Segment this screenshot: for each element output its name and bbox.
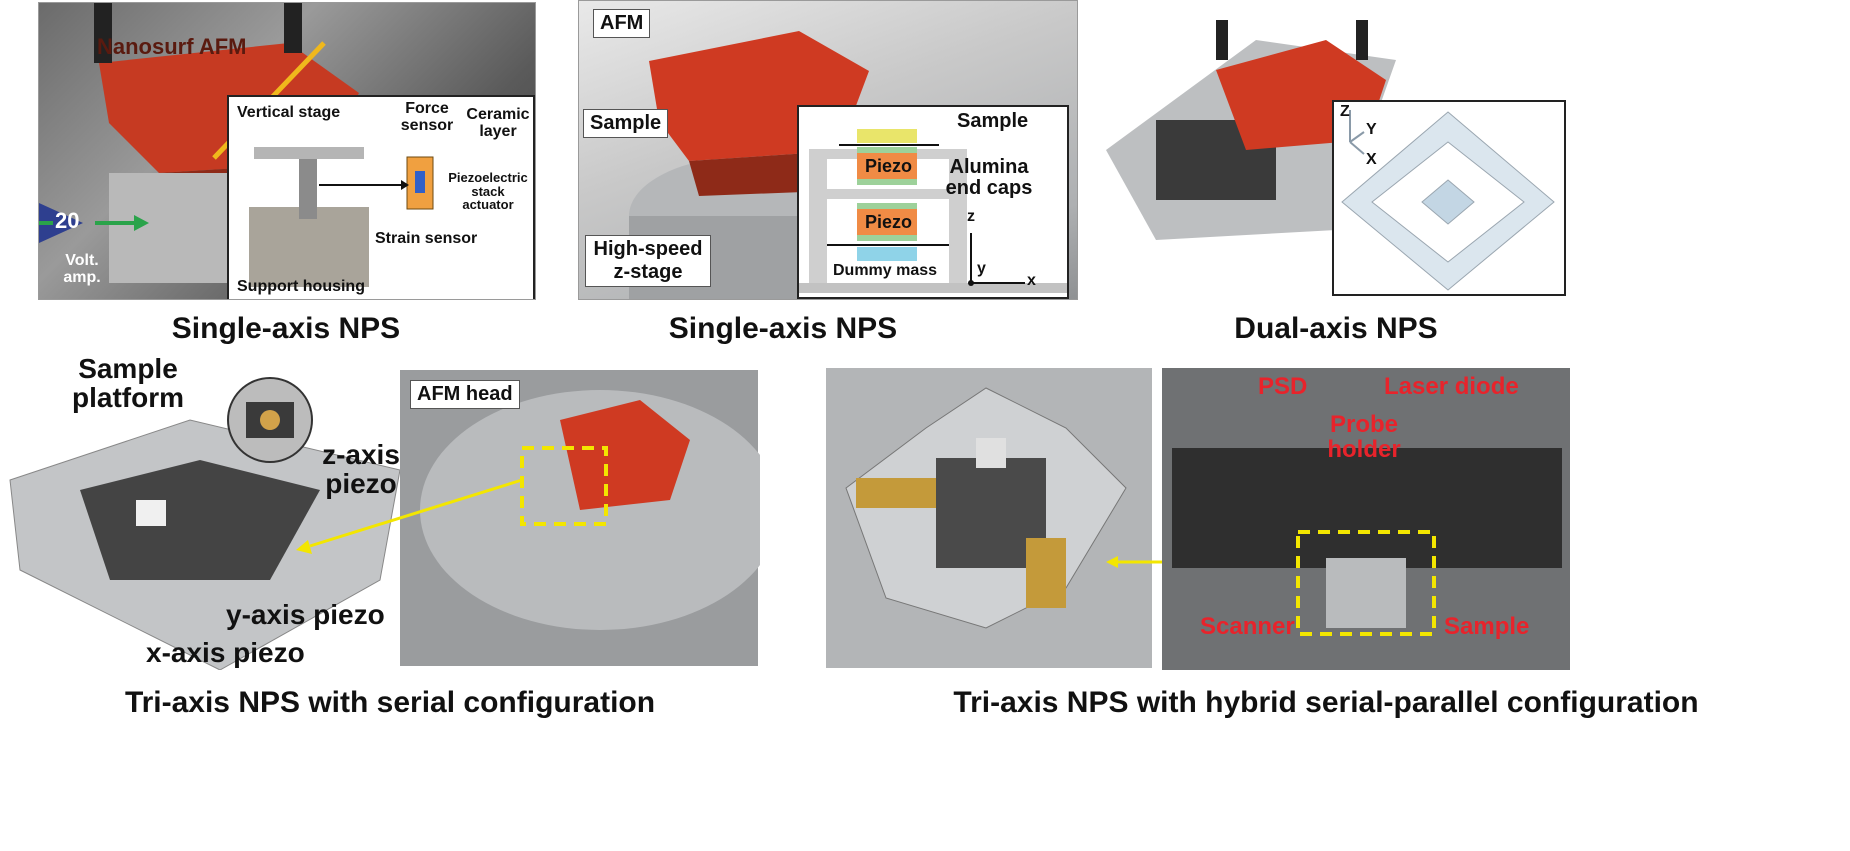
force-sensor-label: Force sensor	[400, 100, 454, 134]
axis-z-label: Z	[1340, 103, 1350, 120]
green-arrow-head	[134, 215, 149, 231]
highlight-box	[520, 446, 608, 526]
connector-arrow-head	[401, 180, 409, 190]
stage-center	[1421, 179, 1475, 225]
afm-head-label: AFM head	[410, 380, 520, 409]
alumina-label: Alumina end caps	[945, 156, 1033, 199]
caption-dual-axis: Dual-axis NPS	[1234, 312, 1438, 345]
piezo-bottom-label: Piezo	[865, 212, 913, 232]
high-speed-label: High-speed z-stage	[585, 235, 711, 287]
axis-x-label: X	[1366, 151, 1377, 168]
caption-tri-axis-hybrid: Tri-axis NPS with hybrid serial-parallel…	[953, 686, 1699, 719]
screw-1	[1216, 20, 1228, 60]
ground-hatch	[799, 283, 1067, 293]
piezo-top-label: Piezo	[865, 156, 913, 176]
piezo-stack-shape	[406, 156, 434, 210]
z-piezo-dot	[260, 410, 280, 430]
actuator-schematic	[249, 147, 434, 287]
frame-right	[949, 149, 967, 289]
stack-schematic	[799, 129, 1067, 293]
axis-x-label: x	[1027, 272, 1036, 289]
piezo-stack-label: Piezoelectric stack actuator	[448, 170, 528, 213]
scanner-small	[1326, 558, 1406, 628]
axis-y-label: y	[977, 260, 986, 277]
panel-tri-axis-hybrid: PSD Laser diode Probe holder Scanner Sam…	[826, 368, 1850, 670]
axis-origin	[968, 280, 974, 286]
sample-platform-label: Sample platform	[72, 353, 184, 414]
y-piezo-label: y-axis piezo	[226, 599, 385, 630]
frame-left	[809, 149, 827, 289]
sample-block	[857, 129, 917, 143]
panel-single-axis-1: Nanosurf AFM 20 Volt. amp. Vertical stag…	[38, 2, 536, 300]
frame-mid	[827, 189, 949, 199]
stage-column	[299, 159, 317, 219]
endcap-1	[857, 147, 917, 153]
psd-label: PSD	[1258, 373, 1308, 400]
piezo-top-shape	[857, 153, 917, 179]
setup-stages	[1172, 448, 1562, 568]
piezo-bottom-shape	[857, 209, 917, 235]
stack-inset: Sample Piezo Piezo Alumina end caps Dumm…	[797, 105, 1069, 299]
screw-2	[1356, 20, 1368, 60]
sample-photo-label: Sample	[583, 109, 669, 138]
axis-z-label: z	[967, 208, 975, 225]
caption-single-axis-1: Single-axis NPS	[171, 312, 401, 345]
tri-axis-serial-illustration	[9, 370, 760, 670]
panel-tri-axis-serial: Sample platform z-axis piezo y-axis piez…	[0, 350, 760, 670]
endcap-2	[857, 179, 917, 185]
afm-label: AFM	[593, 9, 651, 38]
vertical-stage-label: Vertical stage	[237, 104, 341, 121]
scanner-label: Scanner	[1200, 613, 1295, 640]
stage-inset: Z Y X	[1332, 100, 1566, 296]
strain-sensor-shape	[415, 171, 425, 193]
scanner-center	[976, 438, 1006, 468]
sample-diagram-label: Sample	[957, 110, 1029, 132]
laser-diode-label: Laser diode	[1384, 373, 1519, 400]
dummy-mass-shape	[857, 247, 917, 261]
caption-tri-axis-serial: Tri-axis NPS with serial configuration	[124, 686, 656, 719]
axis-y-label: Y	[1366, 121, 1377, 138]
sample-label: Sample	[1444, 613, 1530, 640]
highlight-box	[1296, 530, 1436, 636]
amp-triangle	[39, 203, 83, 243]
dual-axis-photo	[1106, 20, 1396, 240]
axis-x-line	[1349, 141, 1365, 155]
amp-label: Volt. amp.	[63, 252, 101, 286]
caption-single-axis-2: Single-axis NPS	[668, 312, 898, 345]
piezo-bottom	[1026, 538, 1066, 608]
dummy-mass-label: Dummy mass	[833, 262, 938, 279]
axis-y-line	[1349, 131, 1365, 143]
actuator-inset: Vertical stage Force sensor Ceramic laye…	[227, 95, 535, 299]
support-housing-label: Support housing	[237, 278, 365, 295]
probe-holder-label: Probe holder	[1327, 411, 1401, 464]
ceramic-layer-label: Ceramic layer	[466, 106, 530, 140]
vertical-stage-plate	[254, 147, 364, 159]
panel-dual-axis: Z Y X	[1096, 0, 1566, 298]
endcap-3	[857, 203, 917, 209]
x-piezo-label: x-axis piezo	[146, 637, 305, 668]
support-housing-shape	[249, 207, 369, 287]
tri-axis-hybrid-illustration	[826, 368, 1570, 670]
nanosurf-label: Nanosurf AFM	[97, 34, 247, 59]
screw-left	[94, 3, 112, 63]
amp-value: 20	[55, 208, 80, 233]
sample-platform-shape	[136, 500, 166, 526]
panel-single-axis-2: AFM Sample High-speed z-stage Sample Pie…	[578, 0, 1078, 300]
strain-sensor-label: Strain sensor	[375, 230, 478, 247]
z-piezo-label: z-axis piezo	[322, 439, 400, 500]
yellow-pointer	[309, 478, 523, 548]
piezo-left	[856, 478, 936, 508]
screw-right	[284, 3, 302, 53]
afm-head-shape	[560, 400, 690, 510]
endcap-4	[857, 235, 917, 241]
stage-schematic	[1341, 110, 1555, 291]
stage-cutouts	[80, 460, 320, 580]
yellow-pointer-head	[1106, 556, 1118, 568]
yellow-pointer-head	[296, 540, 312, 554]
